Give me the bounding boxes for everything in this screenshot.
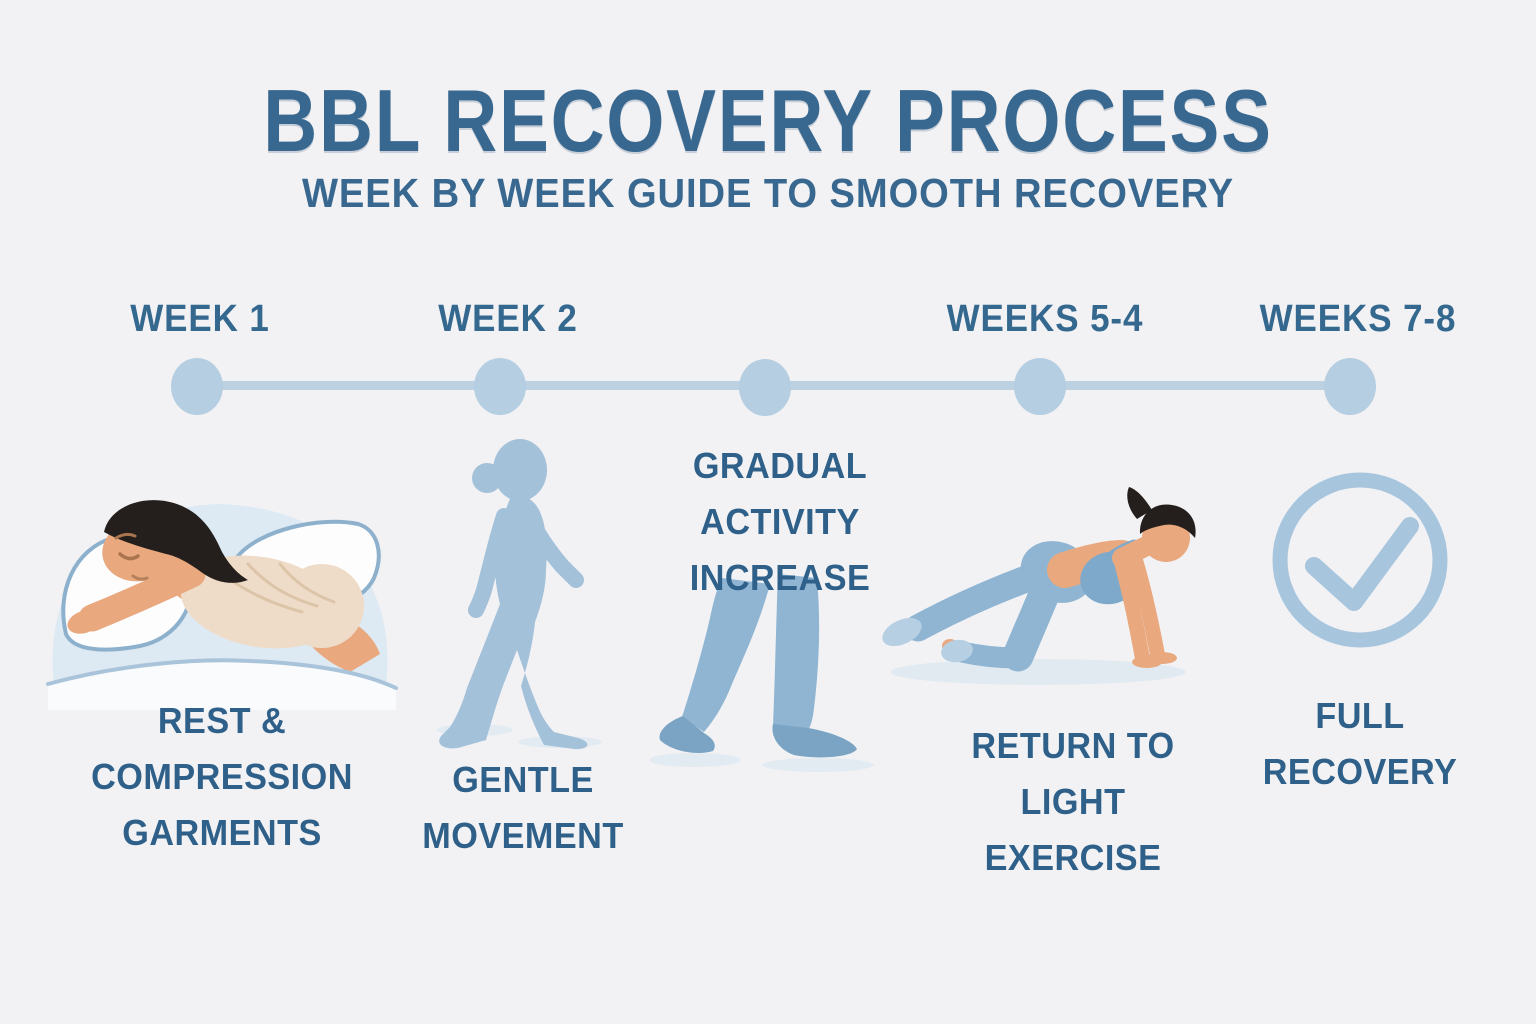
week-label-2: WEEK 2 (438, 298, 578, 340)
walking-silhouette-illustration (437, 439, 602, 750)
week-label-5-4: WEEKS 5-4 (946, 298, 1144, 340)
caption-rest-compression-garments: REST & COMPRESSION GARMENTS (91, 700, 353, 853)
page-subtitle: WEEK BY WEEK GUIDE TO SMOOTH RECOVERY (302, 170, 1234, 216)
week-label-7-8: WEEKS 7-8 (1259, 298, 1457, 340)
week-label-1: WEEK 1 (130, 298, 270, 340)
timeline-dot-week-1 (171, 358, 223, 415)
resting-woman-illustration (46, 500, 398, 710)
caption-gentle-movement: GENTLE MOVEMENT (422, 759, 624, 856)
timeline-dot-week-2 (474, 358, 526, 415)
exercise-woman-illustration (882, 487, 1196, 685)
timeline-dot-weeks-7-8 (1324, 358, 1376, 415)
caption-gradual-activity-increase: GRADUAL ACTIVITY INCREASE (689, 445, 871, 598)
timeline-dot-middle (739, 359, 791, 416)
check-icon (1272, 472, 1448, 648)
walking-legs-illustration (649, 574, 874, 772)
timeline-dot-weeks-5-4 (1014, 358, 1066, 415)
page-title: BBL RECOVERY PROCESS (263, 71, 1273, 170)
caption-full-recovery: FULL RECOVERY (1262, 695, 1458, 792)
caption-return-to-light-exercise: RETURN TO LIGHT EXERCISE (971, 725, 1175, 878)
